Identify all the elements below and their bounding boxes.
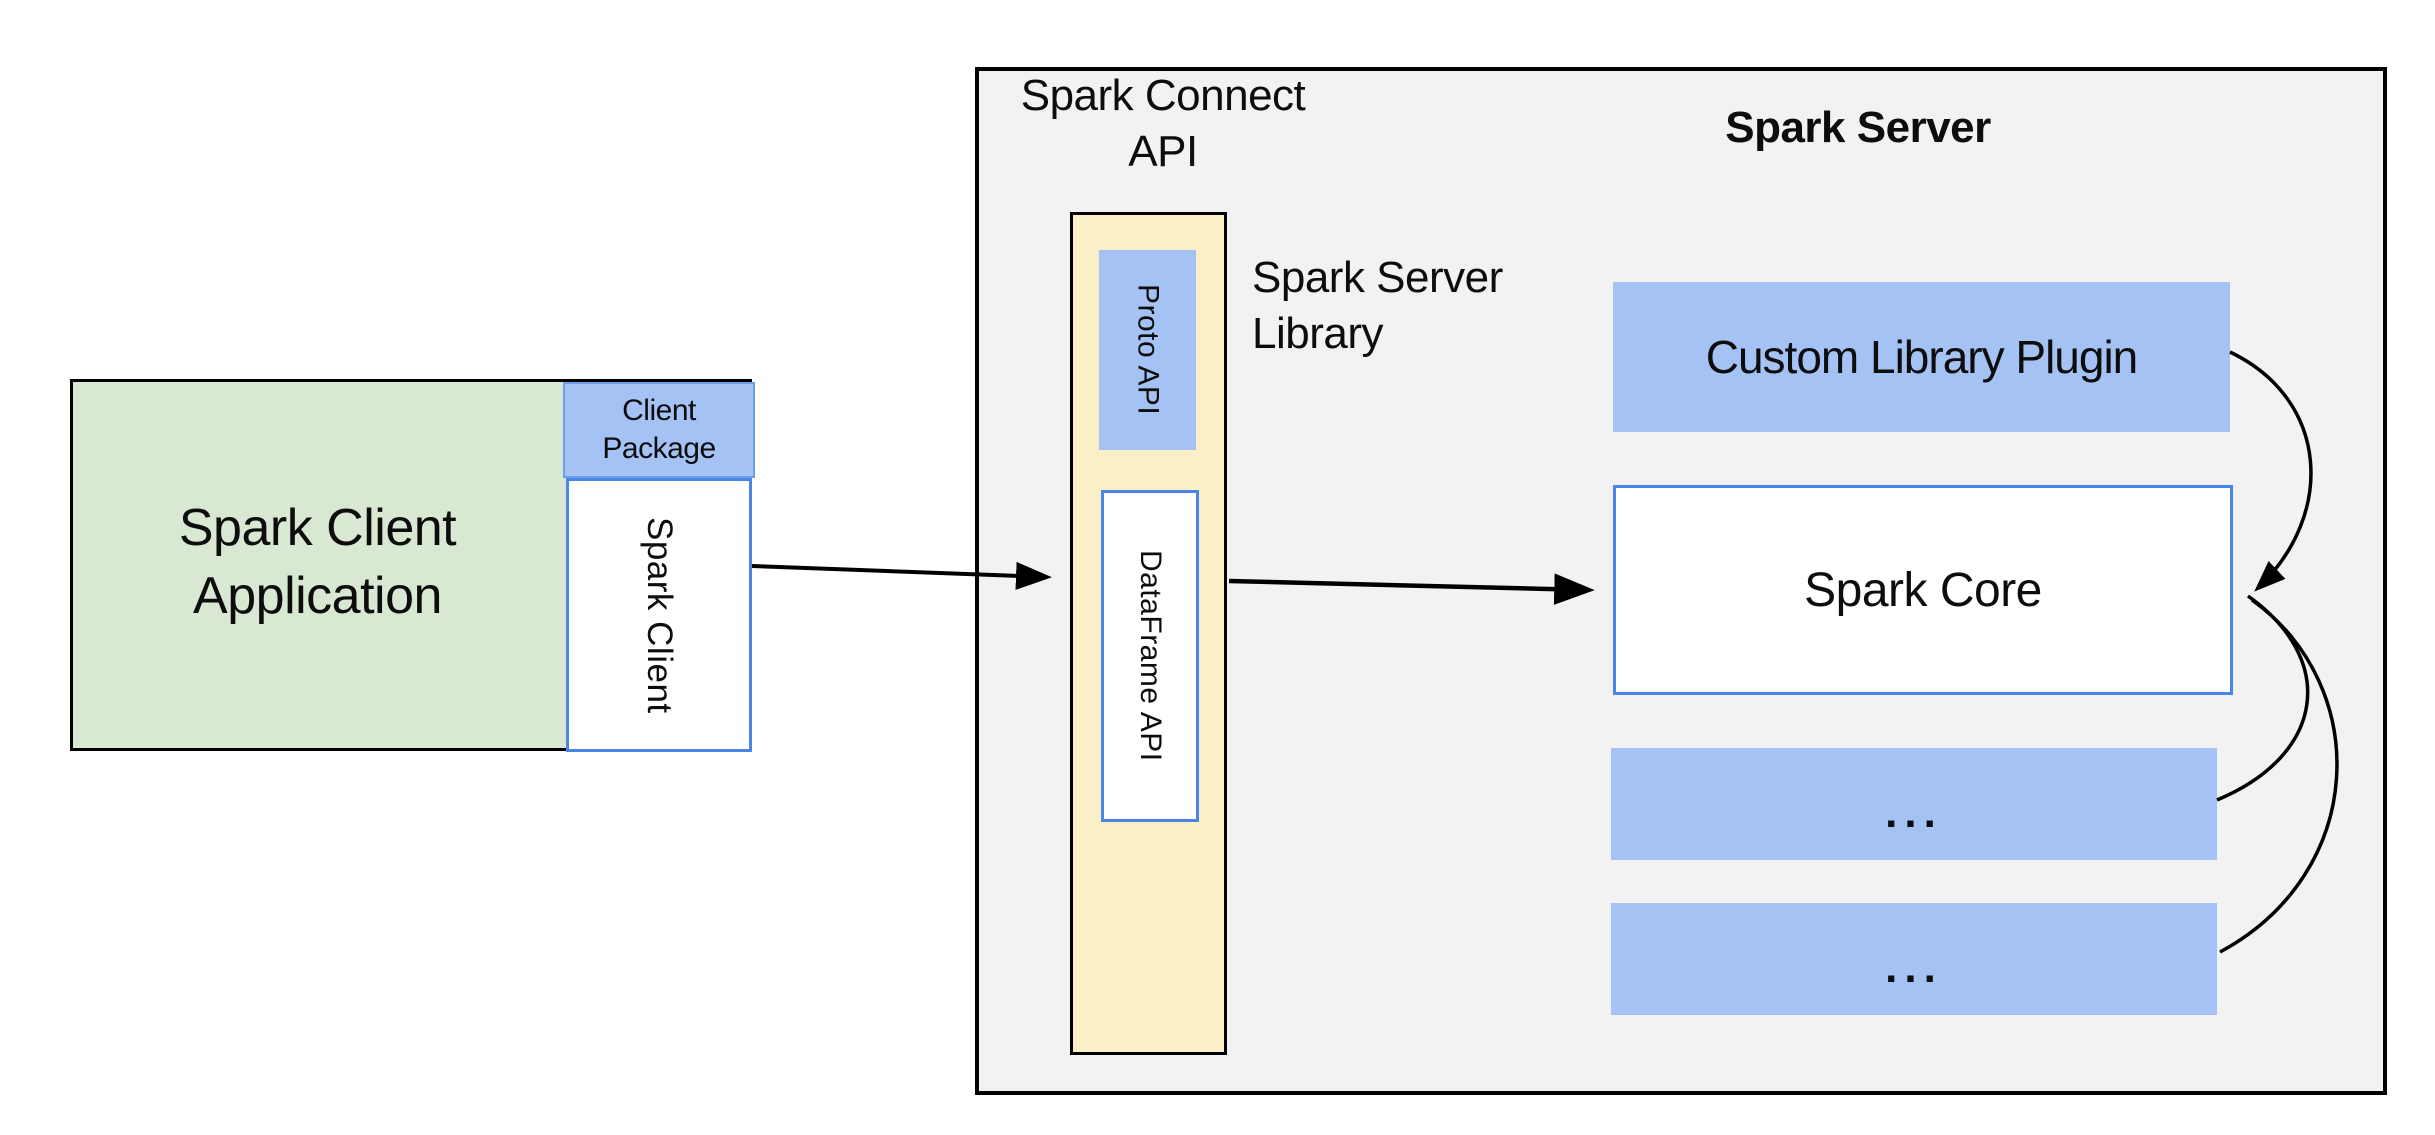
spark-connect-api-label-line2: API [1128,127,1198,177]
spark-server-title: Spark Server [1725,103,1991,152]
spark-client-application-label: Spark Client Application [70,495,565,630]
proto-api-label: Proto API [1131,284,1165,416]
spark-connect-api-label-line1: Spark Connect [1020,71,1306,120]
dataframe-api-label: DataFrame API [1134,550,1167,762]
spark-client-label: Spark Client [640,516,679,714]
spark-client-application-label-line2: Application [193,566,442,625]
client-package-box: Client Package [563,382,755,478]
proto-api-box: Proto API [1099,250,1196,450]
spark-client-box: Spark Client [566,478,752,752]
spark-core-label: Spark Core [1804,563,2042,617]
spark-server-library-label-line2: Library [1252,309,1383,359]
spark-server-library-label-line1: Spark Server [1252,253,1503,302]
custom-library-plugin-label: Custom Library Plugin [1705,331,2139,383]
dataframe-api-box: DataFrame API [1101,490,1199,822]
spark-connect-api-label: Spark Connect API [963,68,1363,181]
spark-server-library-label: Spark Server Library [1252,250,1503,363]
client-package-label: Client Package [602,392,716,468]
spark-client-application-label-line1: Spark Client [178,499,457,557]
client-package-label-line2: Package [602,432,716,465]
client-package-label-line1: Client [622,394,696,428]
plugin-ellipsis-label-2: ... [1885,943,1943,992]
plugin-ellipsis-label-1: ... [1885,788,1943,837]
plugin-ellipsis-box-1: ... [1611,748,2217,860]
spark-core-box: Spark Core [1613,485,2233,695]
custom-library-plugin-box: Custom Library Plugin [1613,282,2230,432]
plugin-ellipsis-box-2: ... [1611,903,2217,1015]
